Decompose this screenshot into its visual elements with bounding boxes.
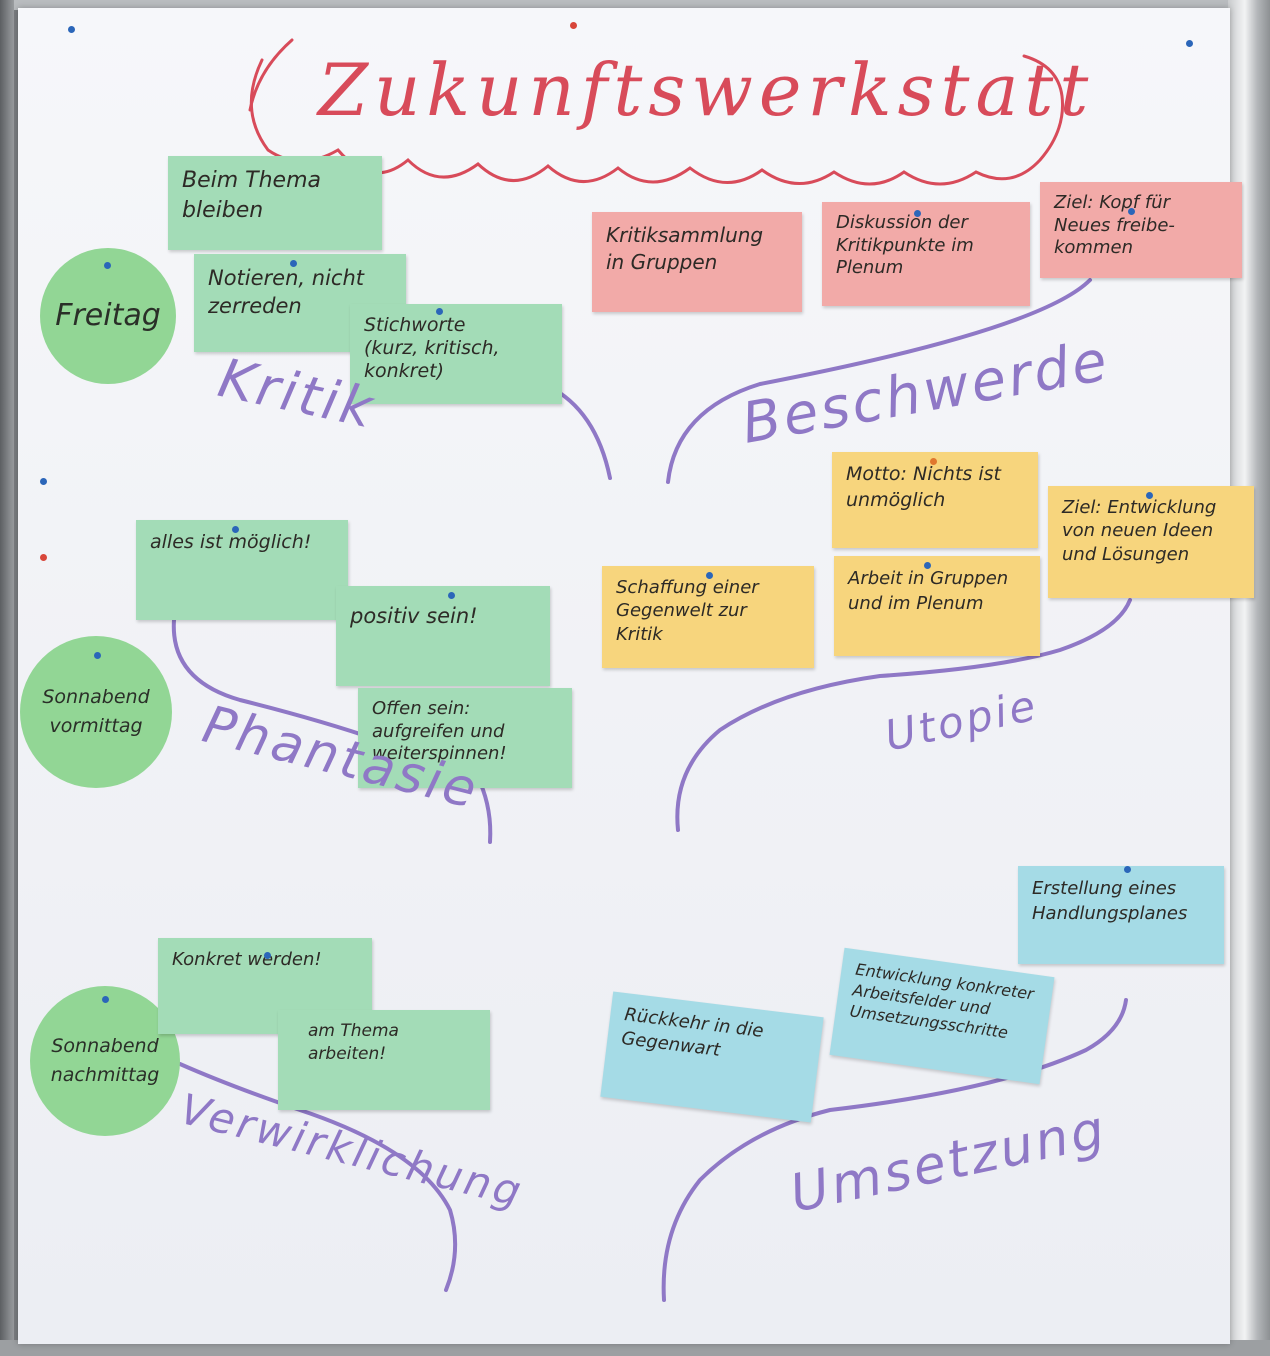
card-beim-thema-bleiben: Beim Thema bleiben bbox=[168, 156, 382, 250]
page-title: Zukunftswerkstatt bbox=[318, 48, 1095, 132]
card-am-thema-arbeiten: am Thema arbeiten! bbox=[278, 1010, 490, 1110]
push-pin bbox=[40, 554, 47, 561]
push-pin bbox=[570, 22, 577, 29]
card-arbeit-gruppen: Arbeit in Gruppen und im Plenum bbox=[834, 556, 1040, 656]
push-pin bbox=[40, 478, 47, 485]
card-diskussion: Diskussion der Kritikpunkte im Plenum bbox=[822, 202, 1030, 306]
day-circle-freitag: Freitag bbox=[40, 248, 176, 384]
push-pin bbox=[290, 260, 297, 267]
tree-branch-phantasie bbox=[171, 618, 380, 742]
tree-branch-umsetzung bbox=[661, 998, 1128, 1302]
push-pin bbox=[232, 526, 239, 533]
push-pin bbox=[68, 26, 75, 33]
frame-bottom bbox=[0, 1340, 1270, 1356]
push-pin bbox=[924, 562, 931, 569]
push-pin bbox=[104, 262, 111, 269]
title-cloud-left-arc bbox=[248, 38, 294, 112]
frame-top bbox=[0, 0, 1270, 10]
push-pin bbox=[930, 458, 937, 465]
card-ziel-entwicklung: Ziel: Entwicklung von neuen Ideen und Lö… bbox=[1048, 486, 1254, 598]
push-pin bbox=[1124, 866, 1131, 873]
frame-left bbox=[0, 0, 14, 1356]
push-pin bbox=[448, 592, 455, 599]
push-pin bbox=[264, 952, 271, 959]
day-circle-sonnabend-nachmittag: Sonnabend nachmittag bbox=[30, 986, 180, 1136]
tree-branch-verwirklichung bbox=[178, 1062, 458, 1292]
push-pin bbox=[94, 652, 101, 659]
card-offen-sein: Offen sein: aufgreifen und weiterspinnen… bbox=[358, 688, 572, 788]
push-pin bbox=[1186, 40, 1193, 47]
card-schaffung: Schaffung einer Gegenwelt zur Kritik bbox=[602, 566, 814, 668]
card-alles-moeglich: alles ist möglich! bbox=[136, 520, 348, 620]
card-motto: Motto: Nichts ist unmöglich bbox=[832, 452, 1038, 548]
push-pin bbox=[1128, 208, 1135, 215]
card-stichworte: Stichworte (kurz, kritisch, konkret) bbox=[350, 304, 562, 404]
card-kritiksammlung: Kritiksammlung in Gruppen bbox=[592, 212, 802, 312]
tree-branch-phantasie-stem bbox=[478, 780, 493, 844]
card-positiv-sein: positiv sein! bbox=[336, 586, 550, 686]
push-pin bbox=[102, 996, 109, 1003]
day-circle-sonnabend-vormittag: Sonnabend vormittag bbox=[20, 636, 172, 788]
push-pin bbox=[914, 210, 921, 217]
card-erstellung-handlungsplan: Erstellung eines Handlungsplanes bbox=[1018, 866, 1224, 964]
tree-branch-utopie bbox=[675, 598, 1132, 832]
card-ziel-kopf: Ziel: Kopf für Neues freibe- kommen bbox=[1040, 182, 1242, 278]
tree-branch-beschwerde bbox=[666, 278, 1092, 484]
push-pin bbox=[1146, 492, 1153, 499]
push-pin bbox=[706, 572, 713, 579]
push-pin bbox=[436, 308, 443, 315]
